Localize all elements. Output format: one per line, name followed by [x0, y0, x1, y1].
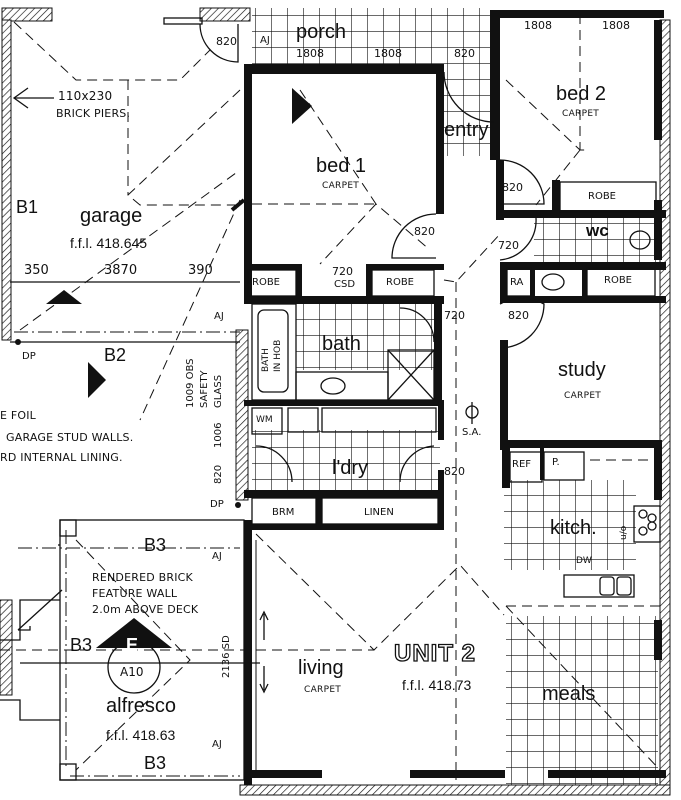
dim-window-1009-safety: SAFETY [199, 370, 210, 408]
room-kitchen-label: kitch. [550, 517, 597, 539]
dw-label: DW [576, 556, 592, 566]
alfresco-ffl: f.f.l. 418.63 [106, 727, 176, 743]
ra-label: RA [510, 277, 524, 288]
room-wc-label: wc [586, 221, 609, 240]
csd-label: CSD [334, 279, 356, 290]
pantry-label: P. [552, 457, 560, 468]
robe-bed1-left: ROBE [252, 277, 280, 288]
dim-garage-door: 820 [216, 35, 237, 48]
note-brick-piers: BRICK PIERS. [56, 107, 131, 120]
beam-b3-top: B3 [144, 535, 167, 555]
ref-label: REF [512, 459, 532, 470]
dim-bed2-door: 820 [502, 181, 523, 194]
smoke-alarm-label: S.A. [462, 427, 482, 438]
dim-study-door: 820 [508, 309, 529, 322]
robe-study: ROBE [604, 275, 632, 286]
aj-alfresco-bottom: AJ [212, 739, 222, 750]
bath-in-hob-label-1: BATH [261, 348, 271, 372]
dim-bath-door: 720 [444, 309, 465, 322]
room-alfresco-label: alfresco [106, 695, 177, 717]
room-study-label: study [558, 359, 606, 381]
room-laundry-label: l'dry [332, 457, 369, 479]
unit-ffl: f.f.l. 418.73 [402, 677, 472, 693]
room-study-floor: CARPET [564, 391, 602, 401]
section-letter: E [126, 635, 139, 655]
dim-garage-3870: 3870 [104, 263, 138, 278]
roof-lines [0, 14, 661, 780]
dim-bed2-window-2: 1808 [602, 19, 630, 32]
dim-porch-door: 820 [454, 47, 475, 60]
room-bed1-floor: CARPET [322, 181, 360, 191]
note-rendered-1: RENDERED BRICK [92, 571, 193, 584]
robe-bed2: ROBE [588, 191, 616, 202]
brm-label: BRM [272, 507, 295, 518]
dim-bed2-window-1: 1808 [524, 19, 552, 32]
dim-window-1009: 1009 OBS [185, 358, 196, 408]
wm-label: WM [256, 415, 273, 425]
room-living-label: living [298, 657, 344, 679]
note-rendered-3: 2.0m ABOVE DECK [92, 603, 199, 616]
dim-porch-window-1: 1808 [296, 47, 324, 60]
note-foil-2: GARAGE STUD WALLS. [6, 431, 134, 444]
dp-right: DP [210, 499, 224, 510]
beam-b3-left: B3 [70, 635, 93, 655]
note-foil-3: RD INTERNAL LINING. [0, 451, 123, 464]
room-bath-label: bath [322, 333, 361, 355]
dim-wc-door: 720 [498, 239, 519, 252]
room-bed1-label: bed 1 [316, 155, 367, 177]
dim-porch-window-2: 1808 [374, 47, 402, 60]
dim-slider-2136: 2136 SD [221, 635, 232, 678]
room-porch-label: porch [296, 21, 347, 43]
dim-garage-350: 350 [24, 263, 49, 278]
room-entry-label: entry [444, 119, 489, 141]
dim-laundry-door: 820 [444, 465, 465, 478]
dim-window-1006: 1006 [213, 422, 224, 448]
markers [15, 88, 312, 648]
beam-b1: B1 [16, 197, 39, 217]
note-foil-1: E FOIL [0, 409, 37, 422]
hatched-walls [0, 7, 671, 796]
dim-window-1009-glass: GLASS [213, 374, 224, 408]
linen-label: LINEN [364, 507, 394, 518]
porch-aj: AJ [260, 35, 270, 46]
room-garage-label: garage [80, 205, 143, 227]
unit-title: UNIT 2 [393, 640, 477, 667]
uo-label: u/o [619, 525, 629, 540]
note-brick-piers-size: 110x230 [58, 89, 113, 103]
room-living-floor: CARPET [304, 685, 342, 695]
tiled-floors [252, 8, 662, 786]
beam-b3-bottom: B3 [144, 753, 167, 773]
robe-bed1-right: ROBE [386, 277, 414, 288]
dim-csd: 720 [332, 265, 353, 278]
section-ref: A10 [120, 665, 144, 679]
dim-garage-390: 390 [188, 263, 213, 278]
aj-alfresco-top: AJ [212, 551, 222, 562]
dim-door-820-side: 820 [213, 464, 224, 484]
note-rendered-2: FEATURE WALL [92, 587, 178, 600]
room-meals-label: meals [542, 683, 596, 705]
room-bed2-label: bed 2 [556, 83, 607, 105]
dim-bed1-door: 820 [414, 225, 435, 238]
aj-garage: AJ [214, 311, 224, 322]
room-bed2-floor: CARPET [562, 109, 600, 119]
dp-left: DP [22, 351, 36, 362]
garage-ffl: f.f.l. 418.645 [70, 235, 148, 251]
beam-b2: B2 [104, 345, 127, 365]
outlines [0, 17, 661, 781]
bath-in-hob-label-2: IN HOB [273, 339, 283, 372]
